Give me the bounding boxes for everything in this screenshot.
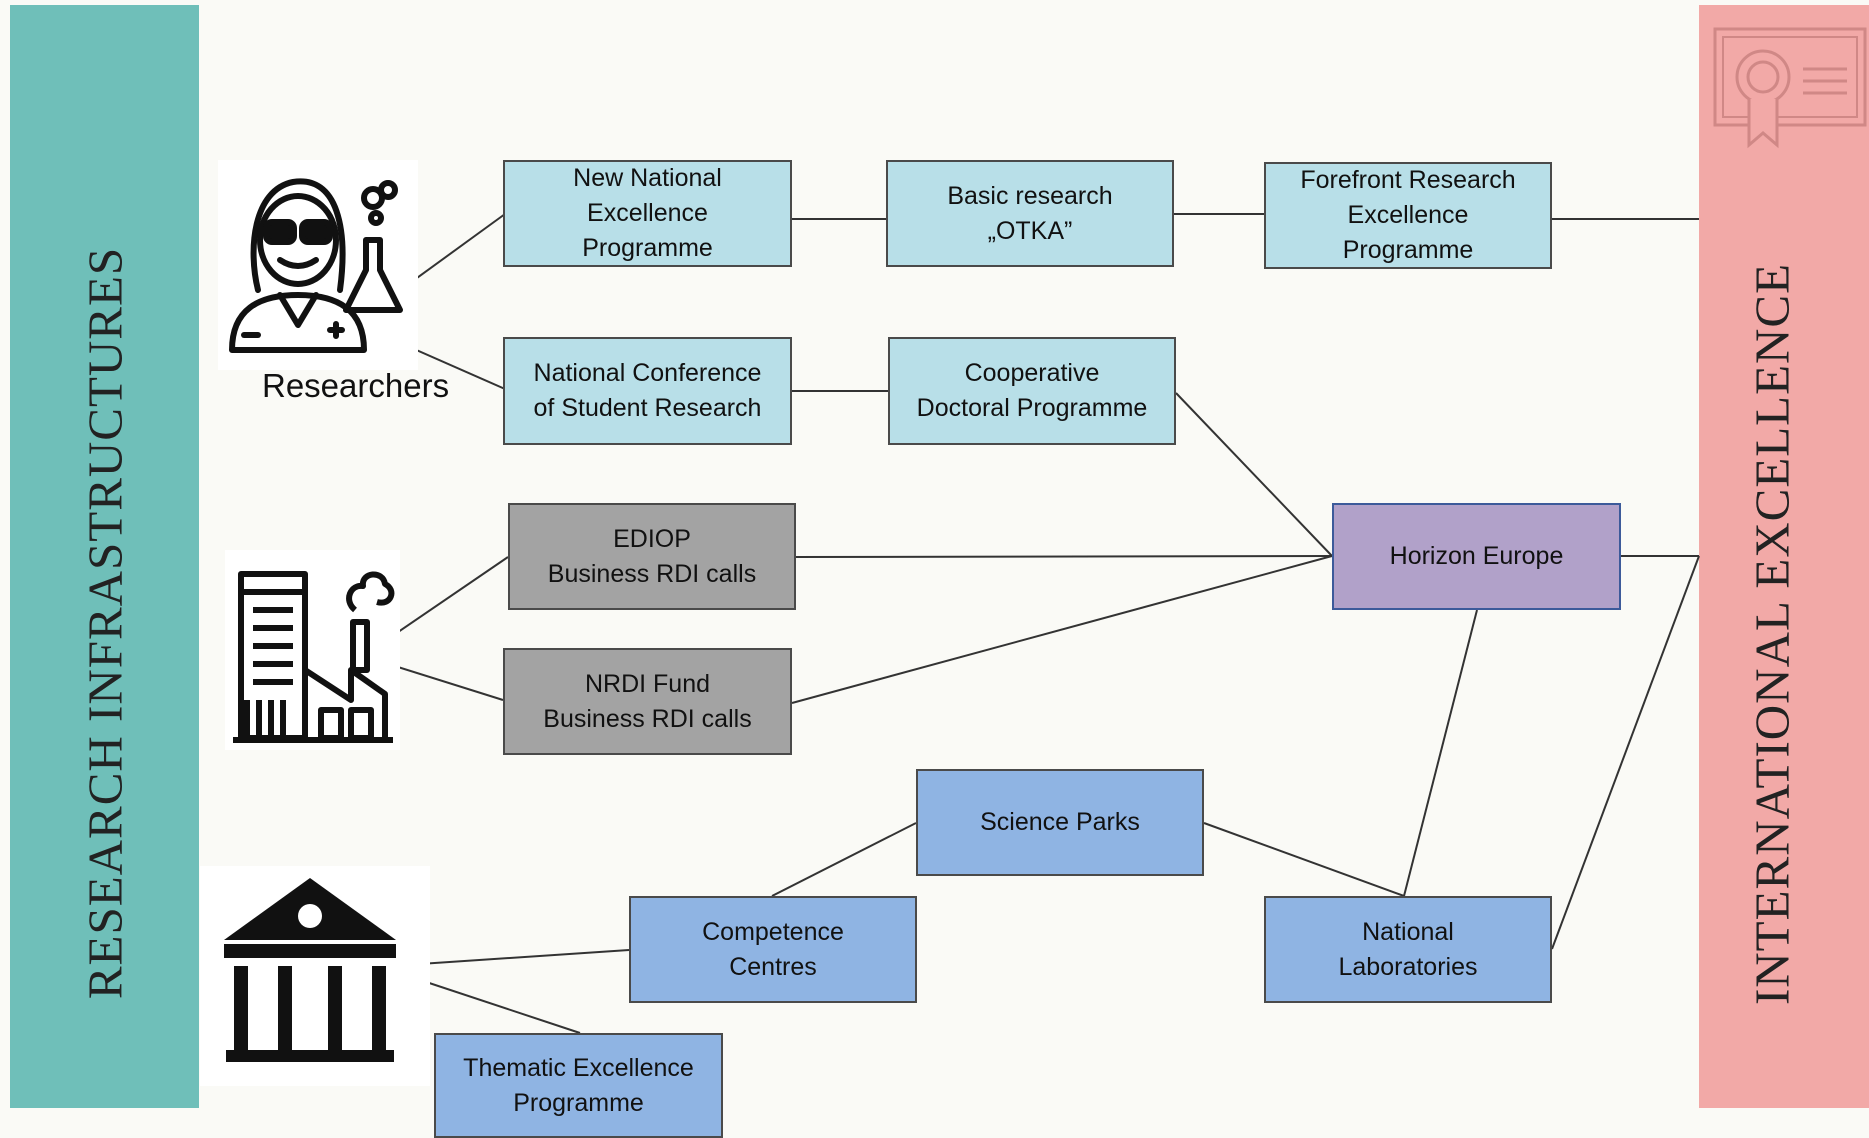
box-ediop: EDIOP Business RDI calls <box>508 503 796 610</box>
line-science-competence <box>771 822 917 897</box>
line-horizon-labs <box>1403 609 1478 897</box>
box-label: Basic research „OTKA” <box>947 181 1113 245</box>
box-label: Forefront Research Excellence Programme <box>1300 166 1516 264</box>
line-cooperative-horizon <box>1175 392 1333 557</box>
researchers-label: Researchers <box>262 367 450 404</box>
scientist-icon <box>229 178 403 353</box>
box-label: Cooperative Doctoral Programme <box>916 359 1148 422</box>
researcher-icon-box <box>218 160 418 370</box>
line-nrdi-horizon <box>791 555 1333 704</box>
box-label: New National Excellence Programme <box>573 164 722 262</box>
institution-icon-box <box>200 866 430 1086</box>
line-right-labs <box>1551 555 1700 950</box>
research-infrastructures-band: RESEARCH INFRASTRUCTURES <box>10 5 199 1108</box>
box-basic-research-otka: Basic research „OTKA” <box>886 160 1174 267</box>
box-cooperative-doctoral: Cooperative Doctoral Programme <box>888 337 1176 445</box>
box-horizon-europe: Horizon Europe <box>1332 503 1621 610</box>
box-label: Thematic Excellence Programme <box>463 1053 694 1117</box>
international-excellence-band: INTERNATIONAL EXCELLENCE <box>1699 5 1869 1108</box>
institution-icon <box>224 878 396 1062</box>
industry-icon-box <box>225 550 400 750</box>
box-thematic-excellence: Thematic Excellence Programme <box>434 1033 723 1138</box>
box-forefront-research: Forefront Research Excellence Programme <box>1264 162 1552 269</box>
box-label: Science Parks <box>980 808 1140 836</box>
box-competence-centres: Competence Centres <box>629 896 917 1003</box>
box-science-parks: Science Parks <box>916 769 1204 876</box>
box-nrdi-fund: NRDI Fund Business RDI calls <box>503 648 792 755</box>
box-new-national-excellence: New National Excellence Programme <box>503 160 792 267</box>
line-ediop-horizon <box>795 555 1333 558</box>
box-label: EDIOP Business RDI calls <box>547 524 757 588</box>
box-national-conference: National Conference of Student Research <box>503 337 792 445</box>
box-label: National Laboratories <box>1338 917 1478 981</box>
line-science-labs <box>1203 822 1405 897</box>
box-label: National Conference of Student Research <box>533 359 762 422</box>
certificate-icon <box>1713 27 1867 149</box>
box-label: Competence Centres <box>702 917 844 981</box>
box-label: Horizon Europe <box>1389 542 1564 570</box>
factory-icon <box>233 571 395 743</box>
box-label: NRDI Fund Business RDI calls <box>543 669 752 733</box>
box-national-laboratories: National Laboratories <box>1264 896 1552 1003</box>
